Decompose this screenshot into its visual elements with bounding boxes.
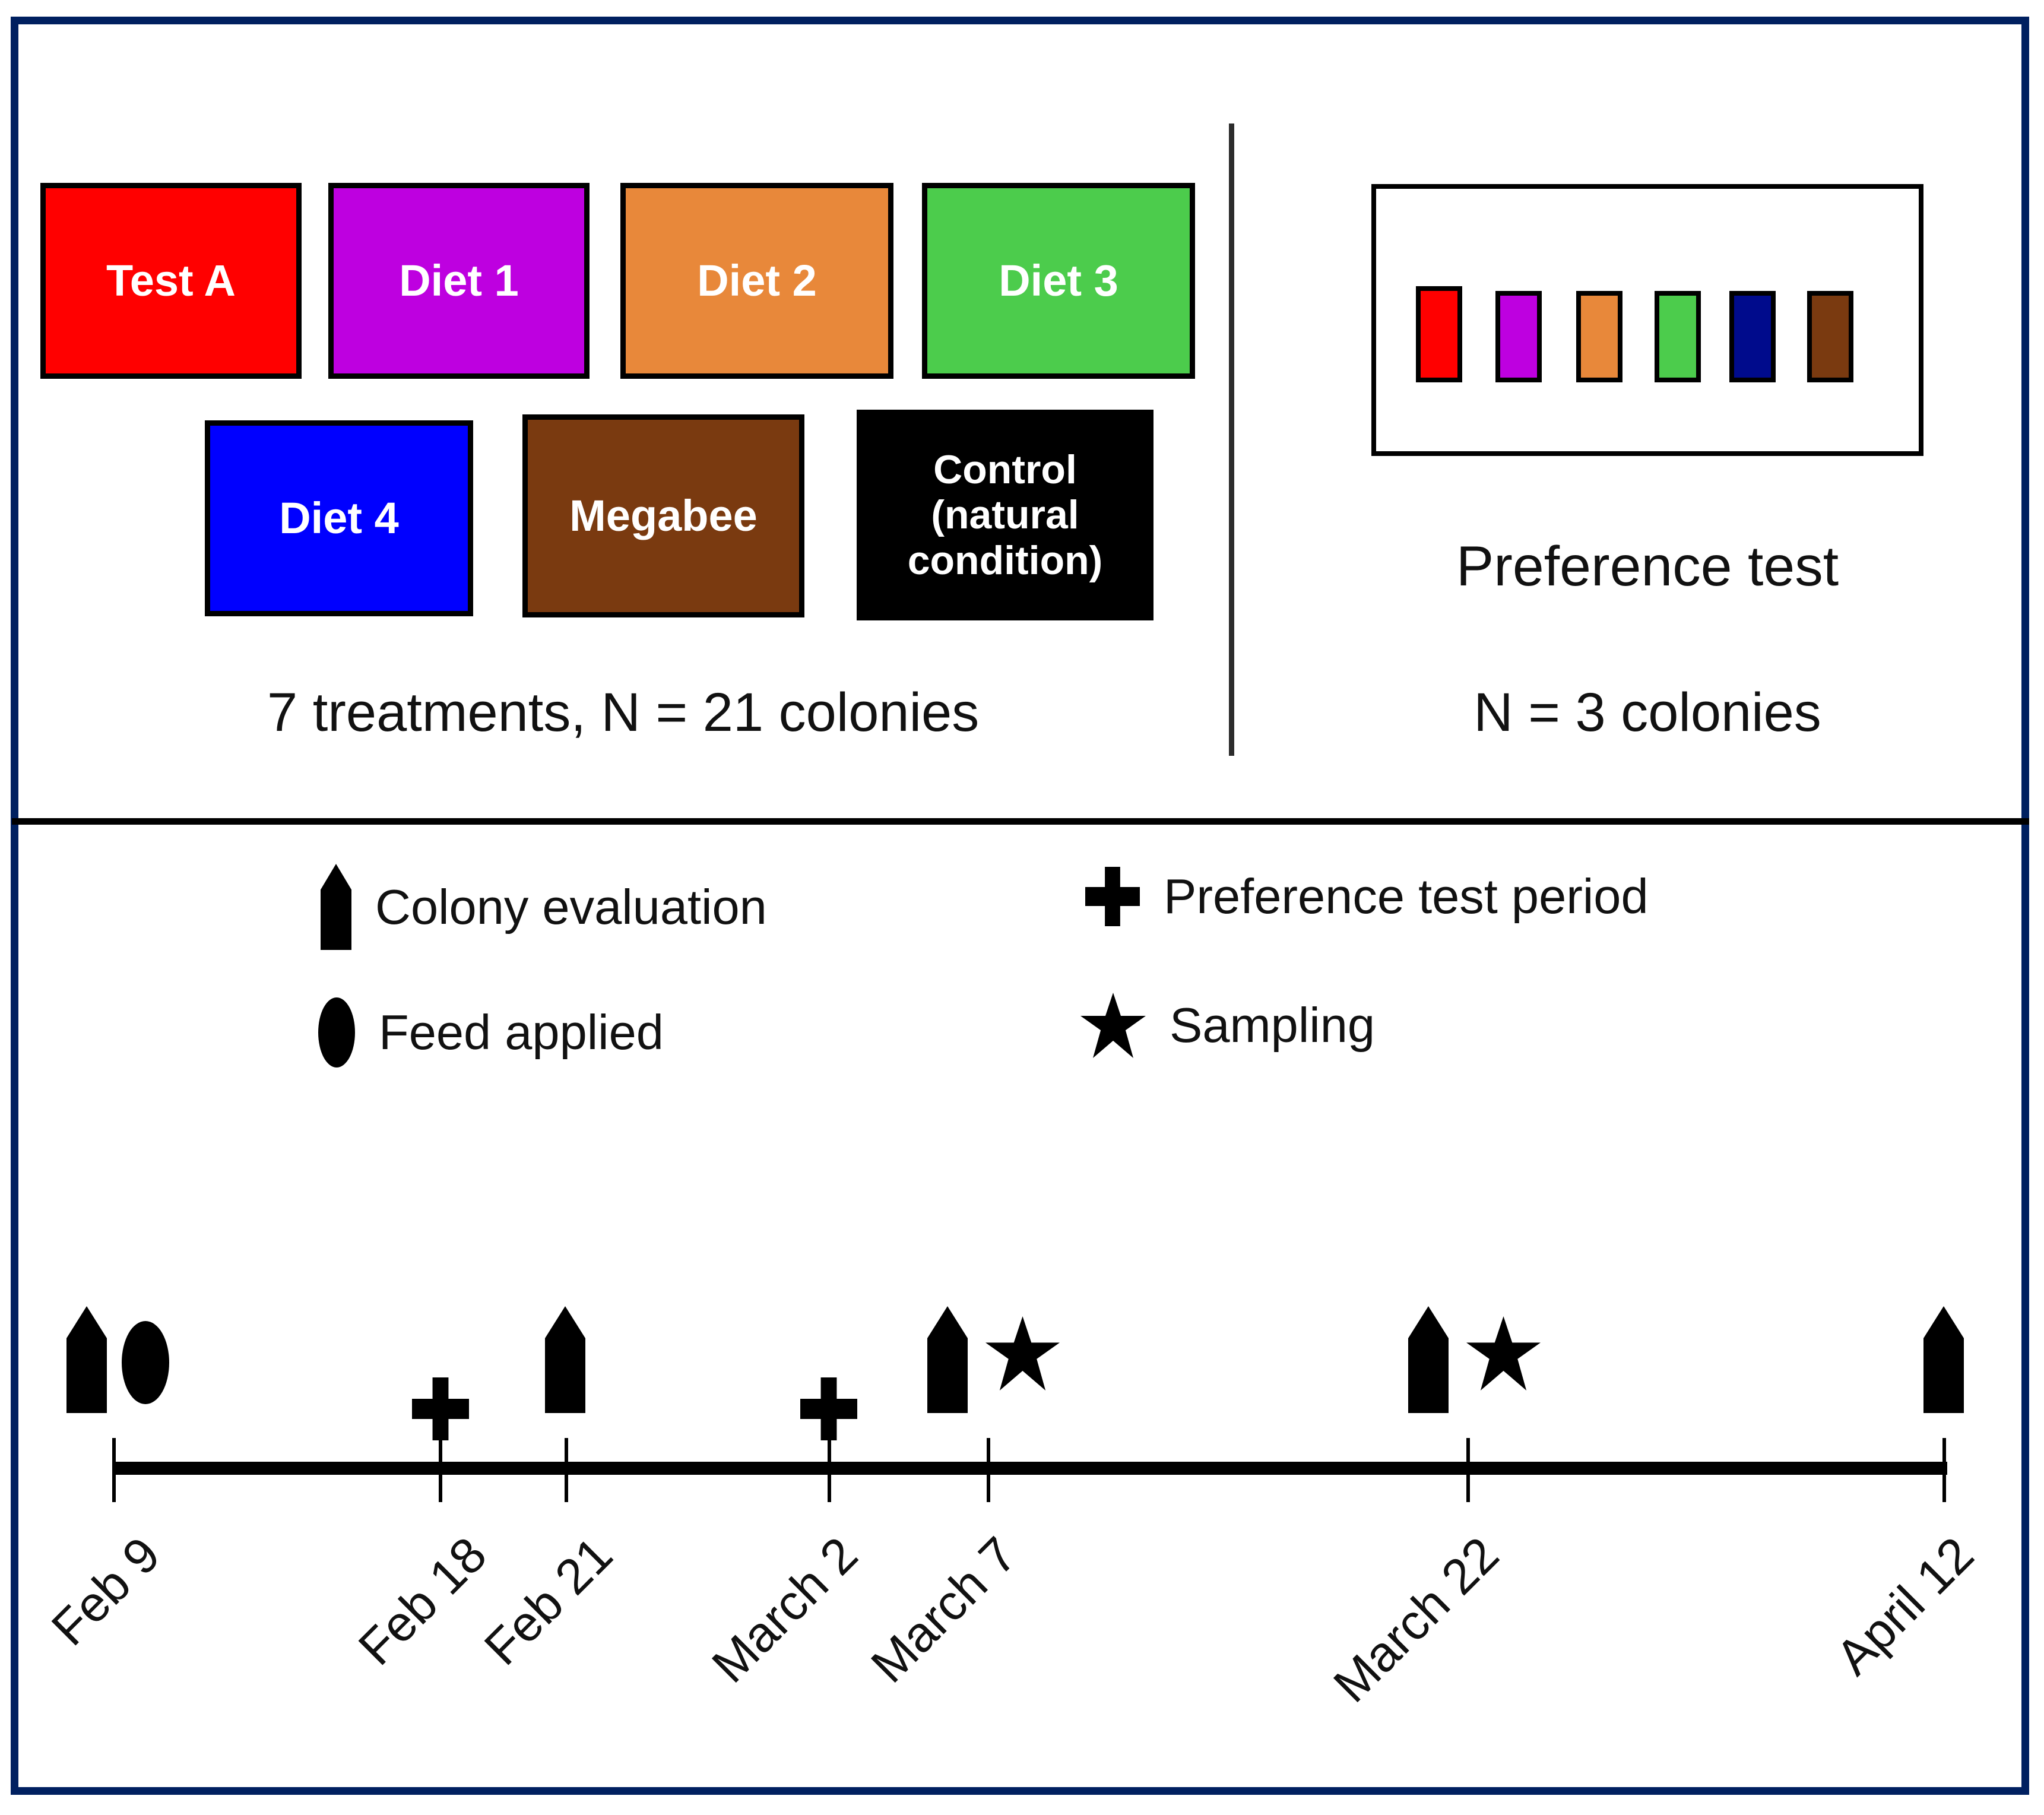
preference-swatch-diet-1 [1495,291,1542,382]
panel-horizontal-divider [12,818,2029,825]
timeline-tick-feb-9 [112,1438,116,1502]
preference-test-caption: N = 3 colonies [1473,682,1821,743]
legend-item-preference-test-period: Preference test period [1085,867,1649,926]
panel-vertical-divider [1229,123,1234,756]
legend-item-feed-applied: Feed applied [318,997,664,1068]
cross-icon [1085,867,1140,926]
legend-item-sampling: Sampling [1080,993,1375,1058]
legend-label: Sampling [1170,997,1376,1053]
preference-test-title: Preference test [1456,535,1839,598]
treatment-label-line-1: Control [933,447,1077,493]
timeline-axis [113,1462,1947,1475]
preference-swatch-megabee [1807,291,1853,382]
preference-swatch-diet-2 [1576,291,1622,382]
timeline-tick-feb-21 [565,1438,568,1502]
treatment-box-diet-1: Diet 1 [328,183,590,379]
treatment-label-line-2: (natural [931,492,1079,538]
treatment-label: Diet 3 [999,255,1118,305]
legend-item-colony-evaluation: Colony evaluation [321,864,767,950]
treatment-label: Diet 2 [697,255,817,305]
treatment-box-test-a: Test A [40,183,302,379]
treatment-box-megabee: Megabee [522,414,804,617]
legend-label: Feed applied [379,1005,664,1060]
ellipse-icon [318,997,355,1068]
treatment-box-control: Control (natural condition) [857,410,1153,620]
preference-swatch-diet-4 [1729,291,1776,382]
treatment-label-line-3: condition) [907,537,1103,583]
timeline-tick-march-7 [987,1438,990,1502]
treatment-box-diet-4: Diet 4 [205,420,473,616]
preference-swatch-test-a [1416,286,1462,382]
treatment-box-diet-3: Diet 3 [922,183,1195,379]
timeline-tick-march-22 [1466,1438,1470,1502]
timeline-tick-feb-18 [439,1438,442,1502]
treatment-label: Diet 1 [399,255,519,305]
legend-label: Colony evaluation [375,879,767,935]
treatment-label: Diet 4 [279,493,399,543]
timeline-tick-april-12 [1942,1438,1946,1502]
timeline-marker-ellipse-feb-9 [122,1321,169,1404]
preference-swatch-diet-3 [1655,291,1701,382]
star-icon [1080,993,1146,1058]
treatments-caption: 7 treatments, N = 21 colonies [267,682,980,743]
treatment-box-diet-2: Diet 2 [620,183,893,379]
legend-label: Preference test period [1164,869,1649,924]
treatment-label: Megabee [569,490,758,540]
timeline-tick-march-2 [828,1438,831,1502]
treatment-label: Test A [106,255,236,305]
pentagon-icon [321,864,351,950]
